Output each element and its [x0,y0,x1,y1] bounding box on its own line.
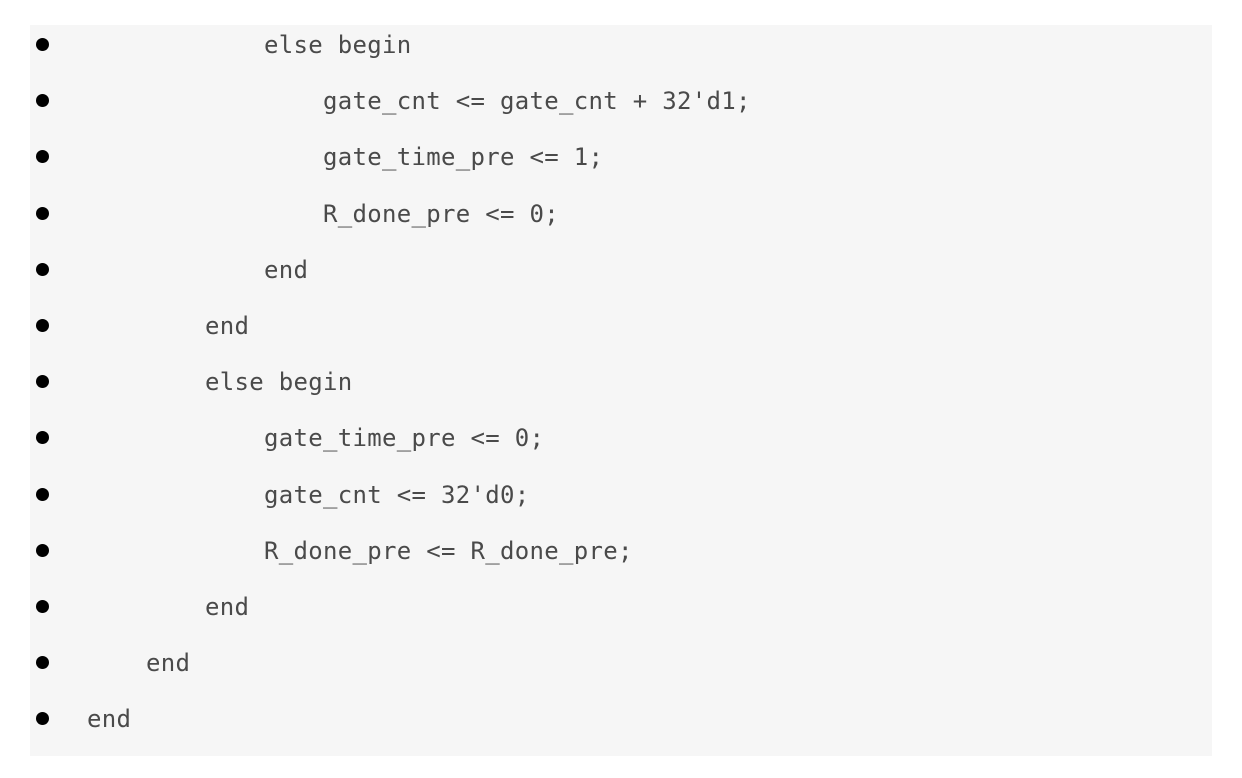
code-line: gate_cnt <= gate_cnt + 32'd1; [0,81,1242,121]
code-text: end [264,255,309,284]
code-text: end [205,312,250,340]
bullet-icon [36,38,49,51]
code-line: else begin [0,362,1242,402]
code-line: else begin [0,25,1242,65]
code-text: R_done_pre <= R_done_pre; [264,536,633,565]
code-line: R_done_pre <= 0; [0,194,1242,234]
bullet-icon [36,600,49,613]
code-line: end [0,250,1242,290]
code-line: end [0,306,1242,346]
code-line: gate_time_pre <= 0; [0,418,1242,458]
code-line: gate_cnt <= 32'd0; [0,475,1242,515]
bullet-icon [36,206,49,220]
code-text: gate_time_pre <= 1; [323,143,604,172]
code-text: end [146,649,191,678]
bullet-icon [36,375,49,389]
code-text: gate_cnt <= gate_cnt + 32'd1; [323,87,751,116]
code-text: end [87,705,132,734]
code-text: gate_time_pre <= 0; [264,424,545,453]
code-block [30,25,1212,756]
code-text: gate_cnt <= 32'd0; [264,480,530,509]
bullet-icon [36,262,49,276]
bullet-icon [36,712,49,726]
code-line: end [0,587,1242,627]
bullet-icon [36,319,49,332]
code-line: R_done_pre <= R_done_pre; [0,531,1242,571]
code-line: end [0,643,1242,683]
code-line: end [0,699,1242,739]
bullet-icon [36,543,49,557]
bullet-icon [36,150,49,164]
code-text: else begin [205,368,353,397]
bullet-icon [36,656,49,670]
code-text: R_done_pre <= 0; [323,199,559,228]
code-text: else begin [264,31,412,59]
bullet-icon [36,431,49,445]
code-text: end [205,593,250,621]
code-line: gate_time_pre <= 1; [0,137,1242,177]
bullet-icon [36,487,49,501]
bullet-icon [36,94,49,108]
